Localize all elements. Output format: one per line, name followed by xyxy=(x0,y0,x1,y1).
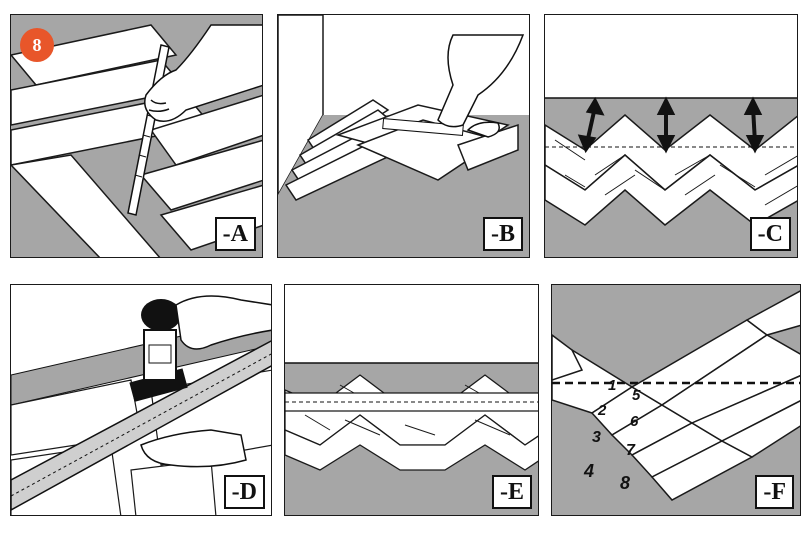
panel-label-e: -E xyxy=(492,475,532,509)
hand-drawing xyxy=(144,24,262,122)
panel-label-b: -B xyxy=(483,217,523,251)
panel-label-d: -D xyxy=(223,475,265,509)
panel-d-illustration xyxy=(11,285,271,515)
panel-a-illustration xyxy=(11,15,262,257)
plank-number-1: 1 xyxy=(608,377,617,394)
panel-e-illustration xyxy=(285,285,538,515)
plank-number-6: 6 xyxy=(630,413,639,430)
measurement-arrows xyxy=(577,96,765,154)
plank-number-4: 4 xyxy=(584,461,595,481)
panel-b: -B xyxy=(277,14,530,258)
step-number-badge: 8 xyxy=(20,28,54,62)
panel-c: -C xyxy=(544,14,798,258)
hands-cutting xyxy=(140,295,271,468)
hands-marking xyxy=(437,34,525,138)
panel-a: -A xyxy=(10,14,263,258)
plank-number-7: 7 xyxy=(626,442,635,459)
panel-b-illustration xyxy=(278,15,529,257)
panel-c-illustration xyxy=(545,15,797,257)
plank-number-8: 8 xyxy=(620,473,631,493)
plank-number-5: 5 xyxy=(632,387,641,404)
plank-number-2: 2 xyxy=(598,402,607,419)
panel-label-a: -A xyxy=(214,217,256,251)
plank-number-3: 3 xyxy=(592,429,601,446)
panel-label-f: -F xyxy=(755,475,794,509)
panel-f: 1 2 3 4 5 6 7 8 -F xyxy=(551,284,801,516)
panel-label-c: -C xyxy=(749,217,791,251)
jigsaw-icon xyxy=(129,299,188,402)
panel-d: -D xyxy=(10,284,272,516)
panel-e: -E xyxy=(284,284,539,516)
